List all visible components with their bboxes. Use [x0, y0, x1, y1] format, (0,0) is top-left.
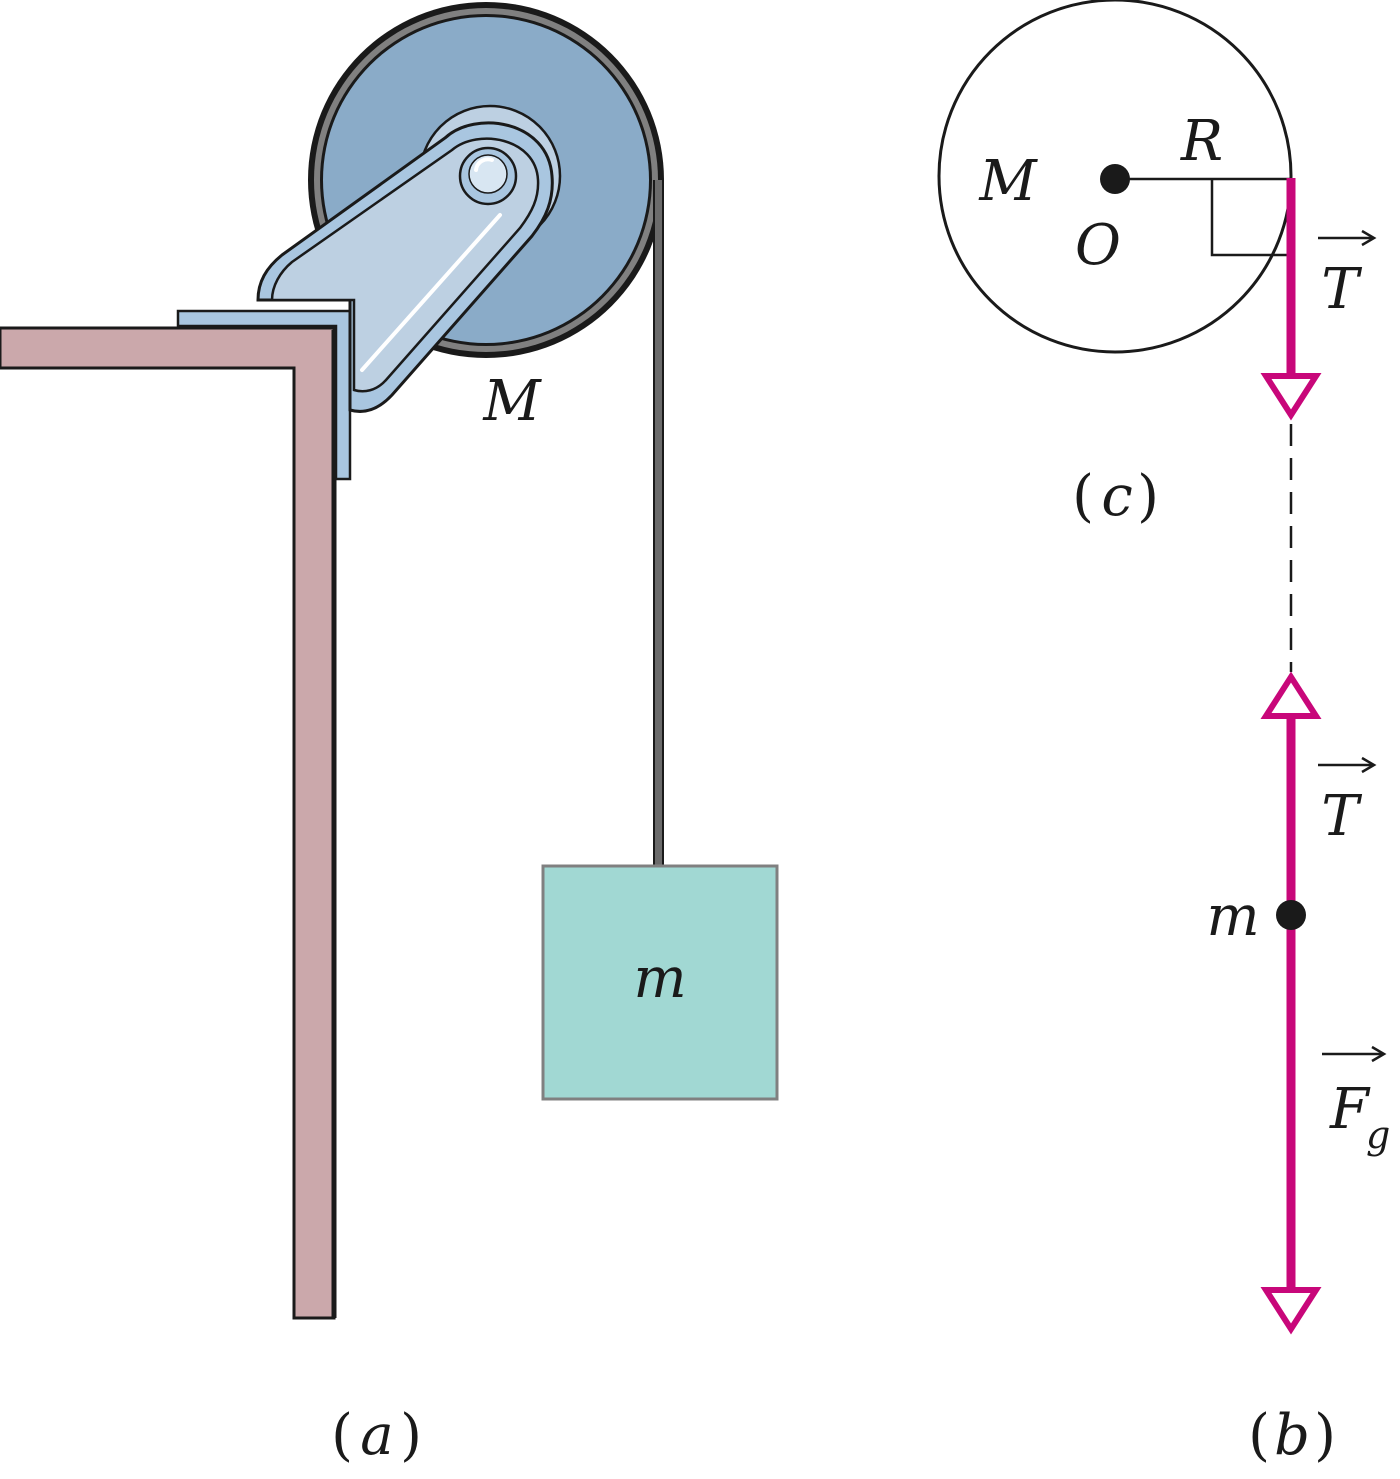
mass-point: [1276, 900, 1306, 930]
gravity-label-text: F: [1329, 1077, 1371, 1142]
pulley-arm: [256, 121, 554, 413]
disk-tension-label-text: T: [1321, 257, 1362, 322]
gravity-arrow: [1260, 915, 1322, 1335]
caption-b-close: ): [1314, 1403, 1336, 1468]
block-tension-label-text: T: [1321, 784, 1362, 849]
caption-c-close: ): [1137, 464, 1159, 529]
caption-b-open: (: [1248, 1403, 1270, 1468]
vector-arrow-icon: [1318, 229, 1377, 247]
vector-arrow-icon: [1322, 1045, 1387, 1063]
disk-mass-label: M: [978, 149, 1038, 214]
vector-arrow-icon: [1318, 756, 1377, 774]
caption-b: ( b ): [1248, 1403, 1336, 1468]
right-angle-marker: [1210, 179, 1288, 257]
panel-c: M O R T ( c ): [937, 0, 1377, 529]
center-point: [1100, 164, 1130, 194]
caption-a-close: ): [400, 1403, 422, 1468]
disk-tension-arrow: [1260, 178, 1322, 421]
caption-a-open: (: [331, 1403, 353, 1468]
block-tension-label: T: [1318, 756, 1377, 849]
disk-outline: [937, 0, 1293, 354]
caption-c: ( c ): [1072, 464, 1159, 529]
caption-a: ( a ): [331, 1403, 422, 1468]
gravity-label: F g: [1322, 1045, 1390, 1157]
gravity-subscript: g: [1366, 1113, 1390, 1157]
disk-tension-label: T: [1318, 229, 1377, 322]
caption-a-letter: a: [360, 1403, 393, 1468]
block-mass-label: m: [633, 946, 686, 1011]
center-label: O: [1075, 213, 1121, 278]
pulley-mass-label: M: [482, 369, 542, 434]
rope: [653, 180, 664, 866]
caption-b-letter: b: [1274, 1403, 1310, 1468]
point-mass-label: m: [1206, 884, 1259, 949]
radius-label: R: [1180, 109, 1223, 174]
hanging-block: [541, 864, 779, 1101]
caption-c-letter: c: [1101, 464, 1132, 529]
block-tension-arrow: [1260, 671, 1322, 915]
table-wall: [0, 326, 336, 1320]
caption-c-open: (: [1072, 464, 1094, 529]
panel-b: m T F g ( b ): [1206, 671, 1390, 1468]
panel-a: M m ( a ): [0, 2, 779, 1468]
